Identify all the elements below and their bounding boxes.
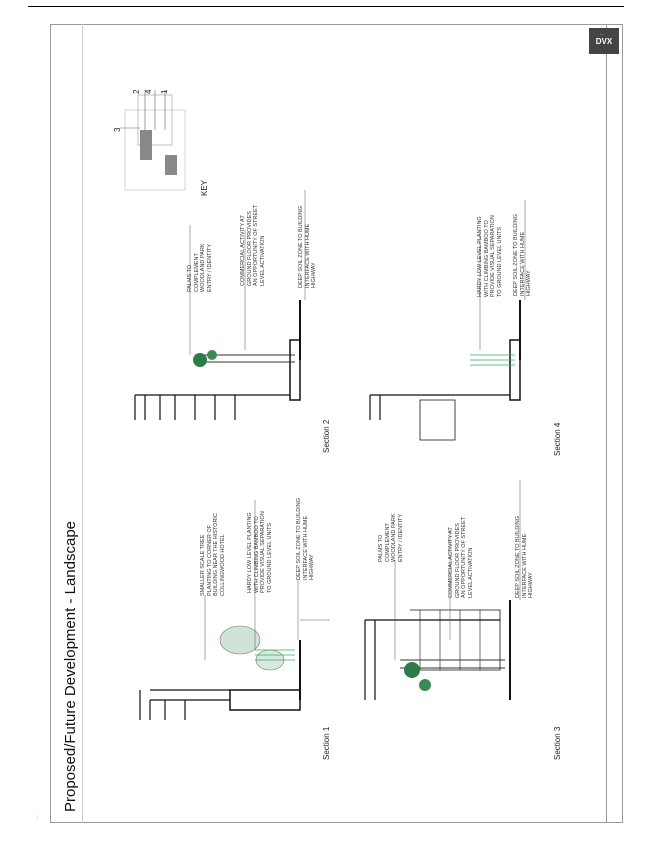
key-marker-3: 3 bbox=[113, 127, 122, 132]
key-marker-4: 4 bbox=[144, 89, 153, 94]
section-2-label: Section 2 bbox=[322, 419, 331, 453]
key-marker-1: 1 bbox=[160, 89, 169, 94]
key-marker-2: 2 bbox=[132, 89, 141, 94]
key-plan bbox=[120, 90, 186, 191]
section-1-drawing bbox=[139, 500, 330, 720]
section-1-label: Section 1 bbox=[322, 726, 331, 760]
top-rule bbox=[28, 6, 624, 7]
section-4-drawing bbox=[369, 200, 526, 441]
right-margin-bar bbox=[606, 24, 624, 823]
firm-logo: DVX bbox=[589, 28, 619, 54]
title-gutter bbox=[50, 24, 83, 823]
section-3-label: Section 3 bbox=[553, 726, 562, 760]
key-label: KEY bbox=[200, 179, 209, 196]
section-3-drawing bbox=[364, 480, 521, 700]
section-4-label: Section 4 bbox=[553, 422, 562, 456]
page-frame bbox=[50, 24, 623, 823]
section-2-drawing bbox=[134, 190, 306, 420]
